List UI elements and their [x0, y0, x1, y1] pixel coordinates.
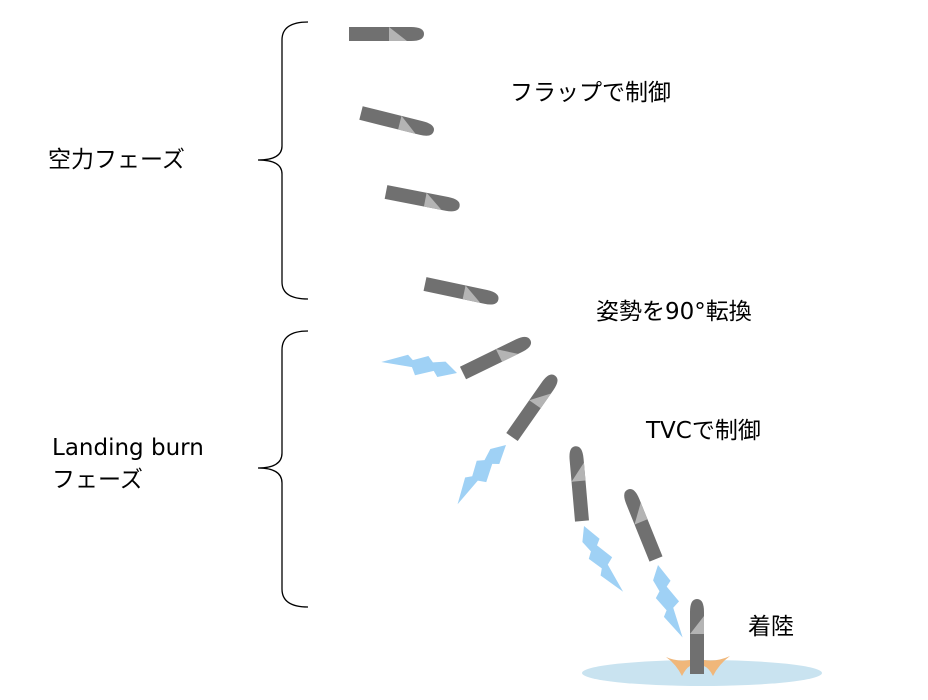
landing-burn-phase-label: Landing burn フェーズ: [52, 432, 204, 496]
landing-burn-phase-bracket: [257, 330, 309, 608]
rocket-2: [359, 106, 434, 136]
exhaust-plume-2: [457, 445, 506, 505]
rocket-landed: [690, 599, 704, 674]
landing-leg-left: [666, 657, 690, 676]
rocket-6: [506, 374, 558, 442]
exhaust-plume-4: [653, 565, 683, 638]
tvc-control-label: TVCで制御: [646, 418, 761, 444]
landing-leg-right: [704, 656, 730, 676]
landing-burn-label-line1: Landing burn: [52, 435, 204, 461]
aero-phase-label: 空力フェーズ: [48, 147, 185, 173]
exhaust-plume-3: [582, 526, 624, 592]
rocket-5: [459, 336, 532, 380]
rocket-7: [569, 446, 589, 522]
rocket-8: [624, 489, 663, 562]
rocket-3: [384, 185, 460, 212]
exhaust-plume-1: [381, 354, 457, 378]
landing-label: 着陸: [748, 614, 794, 640]
aero-phase-bracket: [257, 21, 309, 300]
flap-control-label: フラップで制御: [510, 80, 671, 106]
attitude-turn-label: 姿勢を90°転換: [596, 299, 752, 325]
landing-burn-label-line2: フェーズ: [52, 467, 143, 493]
rocket-1: [349, 27, 424, 41]
rocket-4: [423, 277, 499, 305]
